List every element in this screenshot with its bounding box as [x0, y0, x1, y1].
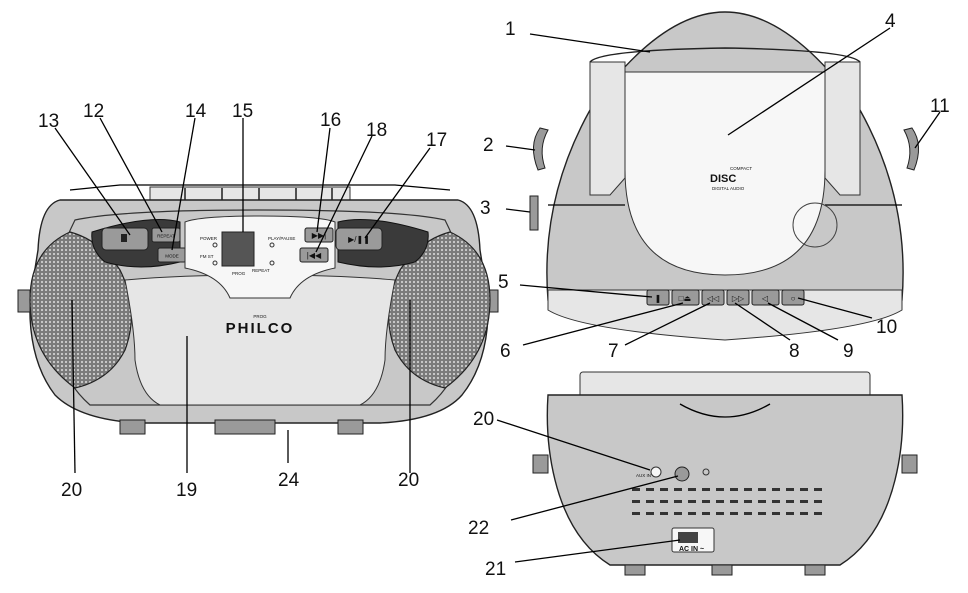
back-right-knob	[901, 454, 918, 474]
callout-4: 4	[885, 11, 896, 32]
prev-icon: |◀◀	[307, 251, 322, 260]
svg-text:DIGITAL AUDIO: DIGITAL AUDIO	[712, 186, 745, 191]
callout-5: 5	[498, 272, 509, 293]
front-foot-right	[337, 419, 364, 435]
repeat-button[interactable]	[151, 227, 181, 243]
callout-20-left: 20	[61, 480, 82, 501]
cd-lid	[624, 71, 826, 276]
callout-15: 15	[232, 101, 253, 122]
handle-left	[589, 61, 626, 196]
callout-11: 11	[930, 96, 950, 117]
front-foot-left	[119, 419, 146, 435]
back-socket[interactable]	[674, 466, 690, 482]
rewind-button[interactable]	[701, 289, 725, 306]
top-left-knob	[533, 127, 549, 171]
front-handle	[69, 184, 451, 191]
play-tape-icon: ◁	[762, 294, 769, 303]
power-led	[212, 242, 218, 248]
fm-st-led	[212, 260, 218, 266]
prog-led	[269, 260, 275, 266]
play-tape-button[interactable]	[751, 289, 780, 306]
callout-14: 14	[185, 101, 207, 122]
callout-13: 13	[38, 111, 59, 132]
callout-2: 2	[483, 135, 494, 156]
svg-text:COMPACT: COMPACT	[730, 166, 752, 171]
play-pause-button[interactable]	[335, 227, 383, 251]
svg-text:AC IN ~: AC IN ~	[679, 546, 704, 553]
svg-text:MODE: MODE	[165, 254, 179, 259]
next-icon: ▶▶|	[312, 231, 326, 240]
left-side-knob	[17, 289, 31, 313]
svg-text:REPEAT: REPEAT	[252, 268, 270, 273]
callout-6: 6	[500, 341, 511, 362]
svg-text:PROG: PROG	[253, 314, 267, 319]
aux-in-jack[interactable]	[650, 466, 662, 478]
front-foot-center	[214, 419, 276, 435]
callout-7: 7	[608, 341, 619, 362]
stop-icon	[121, 234, 127, 242]
callout-22: 21	[485, 559, 506, 580]
handle-right	[824, 61, 861, 196]
callout-8: 8	[789, 341, 800, 362]
right-speaker-grille	[388, 231, 491, 389]
top-callout-lines	[505, 27, 941, 346]
rewind-icon: ◁◁	[707, 294, 720, 303]
callout-21: 20	[473, 409, 494, 430]
callout-17: 17	[426, 130, 447, 151]
left-speaker-grille	[29, 231, 132, 389]
callout-24: 24	[278, 470, 300, 491]
lcd-display	[221, 231, 255, 267]
back-left-knob	[532, 454, 549, 474]
callout-16: 16	[320, 110, 341, 131]
back-body	[546, 394, 904, 566]
svg-text:FM ST: FM ST	[200, 254, 214, 259]
front-view: PHILCO PROG REPEAT MODE POWER FM ST PLAY…	[17, 184, 499, 435]
svg-text:AUX IN: AUX IN	[636, 473, 651, 478]
svg-text:REPEAT: REPEAT	[157, 234, 175, 239]
callout-3: 3	[480, 198, 491, 219]
callout-9: 9	[843, 341, 854, 362]
top-right-knob	[903, 127, 919, 171]
volume-knob	[529, 195, 539, 231]
svg-text:DISC: DISC	[710, 173, 736, 185]
callout-12: 12	[83, 101, 104, 122]
callout-numbers: 13 12 14 15 16 18 17 20 19 24 20 1 4 2 3…	[38, 11, 950, 580]
callout-18: 18	[366, 120, 387, 141]
prev-button[interactable]	[299, 247, 329, 263]
top-base	[547, 289, 903, 341]
svg-text:POWER: POWER	[200, 236, 218, 241]
callout-20-right: 20	[398, 470, 419, 491]
brand-logo: PHILCO	[226, 320, 295, 337]
front-callout-lines	[54, 117, 431, 474]
play-pause-icon: ▶/❚❚	[348, 235, 370, 244]
callout-23: 22	[468, 518, 489, 539]
stop-eject-icon: □⏏	[679, 294, 691, 303]
svg-text:PLAY/PAUSE: PLAY/PAUSE	[268, 236, 295, 241]
stop-eject-button[interactable]	[671, 289, 700, 306]
record-button[interactable]	[781, 289, 805, 306]
top-view: COMPACT DISC DIGITAL AUDIO ❚ □⏏ ◁◁ ▷▷ ◁ …	[529, 11, 919, 341]
back-view: AUX IN AC IN ~	[532, 371, 918, 576]
callout-10: 10	[876, 317, 897, 338]
back-screw	[702, 468, 710, 476]
play-led	[269, 242, 275, 248]
fast-forward-icon: ▷▷	[732, 294, 745, 303]
callout-19: 19	[176, 480, 197, 501]
callout-1: 1	[505, 19, 516, 40]
back-callout-lines	[496, 419, 681, 563]
cd-open-icon: ❚	[655, 294, 662, 303]
vent-grille	[632, 488, 822, 515]
record-icon: ○	[791, 294, 796, 303]
cd-open-button[interactable]	[646, 289, 670, 306]
svg-text:PROG: PROG	[232, 271, 246, 276]
